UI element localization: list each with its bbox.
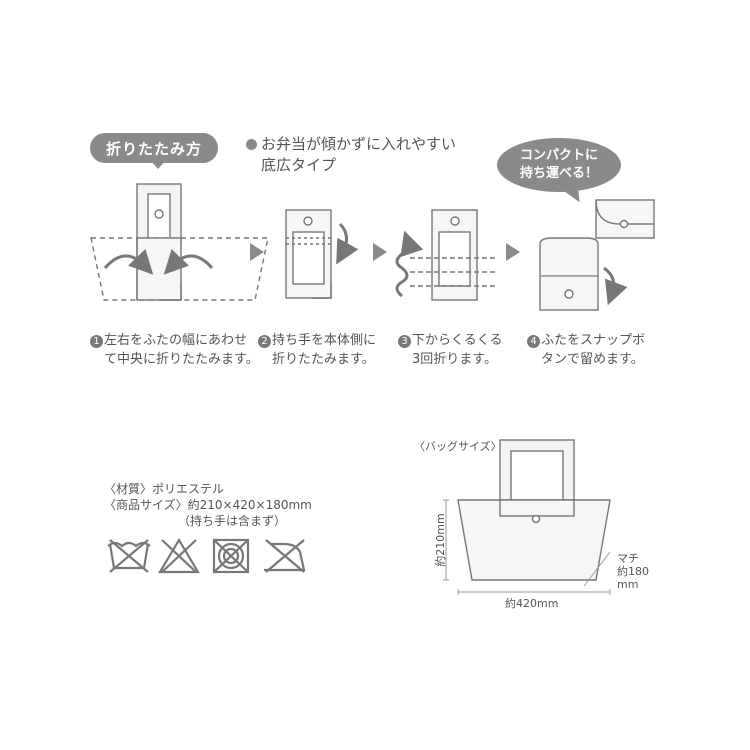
step-1-number: 1 — [90, 335, 103, 348]
step-3-line-1: 下からくるくる — [412, 333, 503, 348]
step-2-number: 2 — [258, 335, 271, 348]
hand-wash-icon — [107, 539, 151, 573]
feature-text: お弁当が傾かずに入れやすい 底広タイプ — [246, 134, 456, 176]
feature-line-1: お弁当が傾かずに入れやすい — [261, 135, 457, 153]
gusset-unit: mm — [617, 578, 639, 591]
step2-illustration — [285, 209, 332, 299]
step-1-line-2: て中央に折りたたみます。 — [104, 352, 259, 367]
step4-fold-arrow — [603, 266, 628, 306]
material-value: ポリエステル — [152, 482, 225, 496]
feature-line-2: 底広タイプ — [261, 156, 337, 174]
step-4-line-1: ふたをスナップボ — [541, 333, 646, 348]
step-3-number: 3 — [398, 335, 411, 348]
step3-illustration — [410, 209, 495, 301]
bag-height-label: 約210mm — [434, 513, 447, 567]
bullet-dot-icon — [246, 139, 257, 150]
bag-size-title: 〈バッグサイズ〉 — [414, 440, 502, 453]
no-tumble-dry-icon — [212, 538, 250, 574]
gusset-label-block: マチ 約180 mm — [617, 552, 649, 591]
size-label: 〈商品サイズ〉 — [104, 498, 188, 512]
step4-illustration — [539, 237, 599, 311]
step1-fold-arrows — [103, 249, 214, 275]
step-2-line-2: 折りたたみます。 — [272, 352, 375, 367]
gusset-label: マチ — [617, 552, 639, 565]
step-2-line-1: 持ち手を本体側に — [272, 333, 377, 348]
step1-illustration — [90, 183, 269, 301]
folding-title-badge: 折りたたみ方 — [90, 133, 218, 163]
material-label: 〈材質〉 — [104, 482, 153, 496]
next-arrow-icon — [373, 243, 387, 261]
bag-width-label: 約420mm — [505, 597, 559, 610]
size-value: 約210×420×180mm — [187, 498, 312, 512]
step-4-number: 4 — [527, 335, 540, 348]
bubble-line-2: 持ち運べる！ — [519, 166, 598, 181]
step-1-line-1: 左右をふたの幅にあわせ — [104, 333, 248, 348]
compact-speech-bubble: コンパクトに 持ち運べる！ — [497, 138, 621, 192]
next-arrow-icon — [250, 243, 264, 261]
no-bleach-icon — [158, 537, 200, 574]
step-4-line-2: タンで留めます。 — [541, 352, 644, 367]
step-3-line-2: 3回折ります。 — [412, 352, 497, 367]
low-iron-icon — [264, 539, 306, 573]
folded-bag-result — [595, 199, 655, 239]
next-arrow-icon — [506, 243, 520, 261]
bag-size-diagram — [457, 439, 611, 581]
bubble-line-1: コンパクトに — [519, 148, 598, 163]
product-specs: 〈材質〉ポリエステル 〈商品サイズ〉約210×420×180mm （持ち手は含ま… — [104, 481, 312, 529]
size-note: （持ち手は含まず） — [178, 514, 287, 528]
title-badge-tail — [150, 160, 166, 169]
step3-roll-arrow — [395, 230, 424, 298]
step2-fold-arrow — [336, 222, 359, 265]
folding-title: 折りたたみ方 — [105, 139, 202, 158]
gusset-value: 約180 — [617, 565, 649, 578]
dimension-lines — [443, 499, 611, 595]
